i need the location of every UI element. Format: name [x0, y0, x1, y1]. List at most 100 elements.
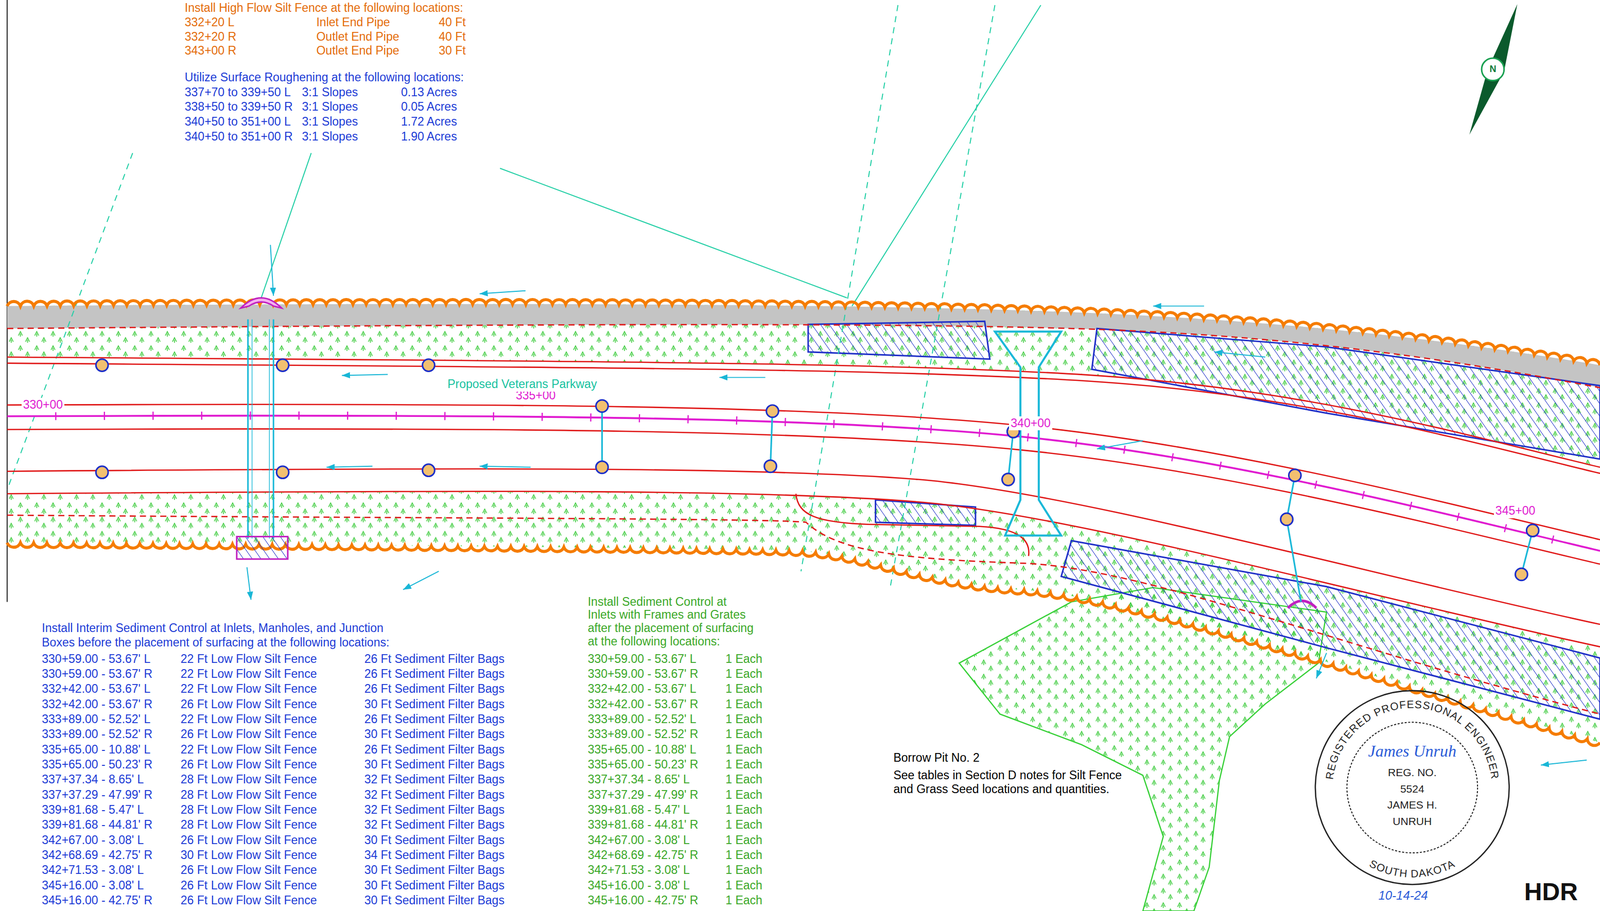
- table-cell: 335+65.00 - 50.23' R: [587, 757, 699, 773]
- table-cell: 337+70 to 339+50 L: [184, 85, 291, 100]
- table-cell: 28 Ft Low Flow Silt Fence: [180, 818, 318, 833]
- table-cell: 1 Each: [725, 848, 763, 863]
- table-cell: 345+16.00 - 42.75' R: [587, 893, 699, 909]
- station-tick: [249, 411, 251, 421]
- table-cell: 3:1 Slopes: [302, 85, 359, 100]
- station-tick: [1410, 501, 1413, 510]
- table-cell: 30 Ft Sediment Filter Bags: [364, 697, 505, 712]
- station-tick: [784, 418, 787, 427]
- table-cell: 332+42.00 - 53.67' R: [41, 697, 153, 712]
- station-tick: [152, 411, 154, 421]
- station-tick: [832, 420, 835, 429]
- inlet-symbol: [1515, 568, 1528, 581]
- inlet-symbol: [766, 405, 779, 418]
- table-cell: 333+89.00 - 52.52' L: [41, 712, 151, 727]
- table-cell: 333+89.00 - 52.52' R: [587, 727, 699, 742]
- table-cell: 1 Each: [725, 893, 763, 909]
- station-tick: [444, 411, 446, 421]
- table-cell: 340+50 to 351+00 R: [184, 129, 293, 145]
- surface-roughening-area: [808, 321, 990, 359]
- stamp-ring-path-text: REGISTERED PROFESSIONAL ENGINEER: [1323, 698, 1502, 780]
- station-tick: [103, 411, 106, 421]
- flow-arrow: [1097, 440, 1143, 449]
- road-edge: [795, 493, 1029, 556]
- grass-seed-area: [7, 491, 1600, 743]
- inlet-symbol: [596, 461, 609, 474]
- construction-limit: [7, 515, 1600, 715]
- table-cell: 32 Ft Sediment Filter Bags: [364, 818, 505, 833]
- inlet-symbol: [764, 460, 777, 473]
- flow-arrow: [403, 571, 439, 590]
- table-cell: 1 Each: [725, 788, 763, 803]
- station-tick: [736, 416, 738, 425]
- plan-layers: [7, 5, 1600, 911]
- inlet-symbol: [276, 359, 289, 372]
- station-tick: [1362, 491, 1365, 499]
- table-cell: 337+37.29 - 47.99' R: [41, 788, 153, 803]
- reference-line: [801, 5, 898, 572]
- table-cell: Outlet End Pipe: [316, 29, 399, 45]
- station-tick: [395, 411, 397, 421]
- table-cell: 26 Ft Low Flow Silt Fence: [180, 833, 318, 848]
- table-cell: 1 Each: [725, 878, 763, 894]
- stamp-inner-ring: [1346, 722, 1478, 854]
- stamp-text: 5524: [1400, 782, 1425, 796]
- station-tick: [298, 411, 300, 421]
- table-cell: 28 Ft Low Flow Silt Fence: [180, 772, 318, 788]
- reference-line: [7, 152, 133, 490]
- table-cell: 339+81.68 - 5.47' L: [587, 803, 690, 818]
- station-tick: [55, 411, 57, 421]
- table-cell: 342+68.69 - 42.75' R: [587, 848, 699, 863]
- table-cell: 26 Ft Low Flow Silt Fence: [180, 878, 318, 894]
- table-cell: 342+67.00 - 3.08' L: [587, 833, 690, 848]
- station-tick: [638, 414, 641, 423]
- station-label: 345+00: [1493, 503, 1537, 519]
- flow-arrow: [270, 245, 274, 297]
- station-tick: [541, 412, 544, 422]
- company-logo: HDR: [1524, 877, 1578, 908]
- table-cell: 30 Ft Low Flow Silt Fence: [180, 848, 318, 863]
- table-cell: 332+42.00 - 53.67' L: [587, 682, 697, 697]
- table-cell: 1 Each: [725, 803, 763, 818]
- station-tick: [1457, 513, 1460, 521]
- inlet-symbol: [1526, 524, 1539, 537]
- table-cell: 342+71.53 - 3.08' L: [587, 863, 690, 878]
- table-cell: 335+65.00 - 10.88' L: [41, 742, 151, 758]
- station-tick: [1219, 461, 1222, 471]
- flow-arrow: [247, 567, 252, 600]
- borrow-pit-area: [959, 587, 1327, 911]
- inlet-symbol: [1001, 473, 1015, 486]
- box-culvert: [995, 331, 1062, 536]
- table-cell: Inlet End Pipe: [316, 15, 390, 30]
- construction-limit: [7, 324, 1600, 388]
- inlet-symbol: [422, 464, 436, 477]
- table-cell: 22 Ft Low Flow Silt Fence: [180, 667, 318, 682]
- table-cell: 339+81.68 - 44.81' R: [587, 818, 699, 833]
- reference-line: [261, 152, 311, 298]
- road-name: Proposed Veterans Parkway: [445, 377, 599, 392]
- table-cell: 30 Ft Sediment Filter Bags: [364, 757, 505, 773]
- note-text: See tables in Section D notes for Silt F…: [891, 768, 1125, 797]
- station-tick: [1551, 535, 1554, 544]
- table-cell: 330+59.00 - 53.67' L: [41, 652, 151, 667]
- flow-arrow: [719, 376, 765, 378]
- station-tick: [589, 413, 592, 422]
- table-cell: 32 Ft Sediment Filter Bags: [364, 803, 505, 818]
- silt-fence: [7, 299, 1600, 366]
- flow-arrow: [479, 290, 526, 294]
- table-heading: Install High Flow Silt Fence at the foll…: [184, 1, 464, 16]
- table-cell: 333+89.00 - 52.52' R: [41, 727, 153, 742]
- table-cell: 1 Each: [725, 712, 763, 727]
- table-cell: 26 Ft Low Flow Silt Fence: [180, 697, 318, 712]
- station-tick: [881, 422, 884, 431]
- table-cell: 1 Each: [725, 652, 763, 667]
- table-cell: 28 Ft Low Flow Silt Fence: [180, 803, 318, 818]
- table-cell: 330+59.00 - 53.67' L: [587, 652, 697, 667]
- table-cell: 26 Ft Sediment Filter Bags: [364, 667, 505, 682]
- table-cell: 26 Ft Low Flow Silt Fence: [180, 893, 318, 909]
- stamp-text: REG. NO.: [1387, 766, 1437, 779]
- flow-arrow: [1540, 760, 1587, 766]
- table-cell: 333+89.00 - 52.52' L: [587, 712, 697, 727]
- table-cell: 337+37.29 - 47.99' R: [587, 788, 699, 803]
- stamp-ring-text: REGISTERED PROFESSIONAL ENGINEER: [1323, 698, 1502, 780]
